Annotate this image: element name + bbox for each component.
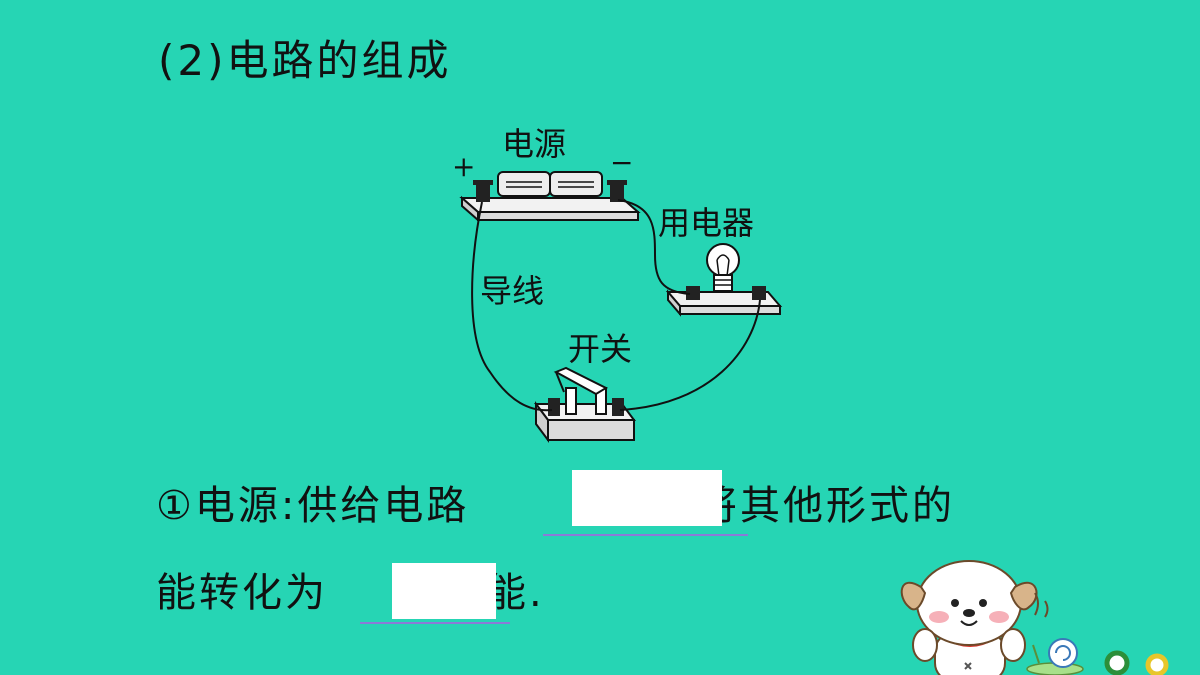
small-ring-icons xyxy=(1104,650,1169,675)
section-heading: (2)电路的组成 xyxy=(158,36,452,85)
underline-2 xyxy=(360,622,510,624)
sentence-1-prefix: ①电源:供给电路 xyxy=(156,483,470,529)
switch-label: 开关 xyxy=(568,330,632,368)
source-label: 电源 xyxy=(502,125,566,163)
battery-board xyxy=(459,195,641,223)
sentence-1-suffix: ,将其他形式的 xyxy=(681,483,956,529)
plus-sign: + xyxy=(452,150,475,183)
appliance-label: 用电器 xyxy=(658,204,754,242)
puppy-paws xyxy=(912,628,1026,662)
underline-1 xyxy=(543,534,748,536)
answer-blank-2[interactable] xyxy=(392,563,496,619)
puppy-mascot-icon xyxy=(900,560,1169,675)
switch-lever xyxy=(553,366,609,415)
battery-terminal-negative xyxy=(607,180,627,202)
wires xyxy=(471,199,761,412)
answer-blank-1[interactable] xyxy=(572,470,722,526)
puppy-head xyxy=(900,560,1038,646)
light-bulb-icon xyxy=(706,243,740,292)
bulb-board xyxy=(665,286,783,317)
switch-board xyxy=(534,398,636,443)
snail-icon xyxy=(1026,638,1084,675)
circuit-diagram: 电源 + − 用电器 xyxy=(452,125,783,443)
battery-cells xyxy=(497,171,603,197)
sentence-1: ①电源:供给电路 ,将其他形式的 xyxy=(156,478,955,534)
wire-label: 导线 xyxy=(480,272,544,310)
battery-terminal-positive xyxy=(473,180,493,202)
minus-sign: − xyxy=(610,146,633,179)
sentence-2-prefix: 能转化为 xyxy=(156,570,328,616)
